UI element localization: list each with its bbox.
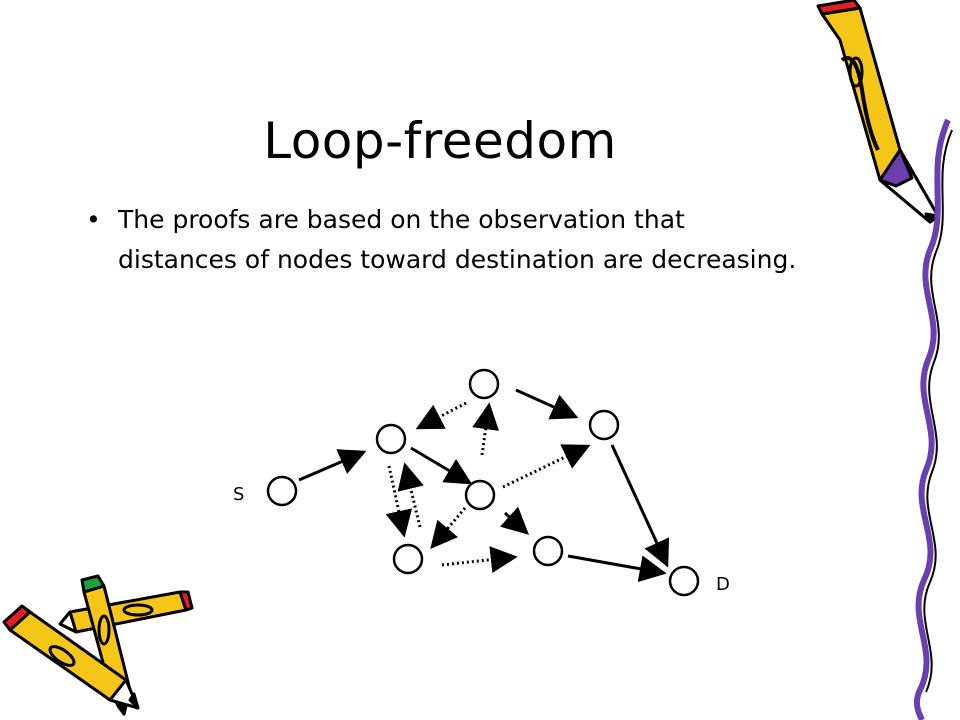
node-n3 [464,479,496,511]
edge-dotted-n1-to-n5 [385,465,413,538]
decorative-wavy-border-inner-icon [923,129,953,693]
edge-dotted-n3-to-n4 [502,444,591,489]
edge-n3-to-n6 [499,506,529,535]
edge-s-to-n1 [298,449,367,482]
node-n5 [392,543,424,575]
bullet-item: • The proofs are based on the observatio… [86,200,806,280]
decorative-pencil-top-right-icon [816,0,940,224]
destination-label: D [716,574,730,595]
bullet-marker: • [86,205,101,234]
source-label: S [233,484,244,505]
edge-dotted-n5-to-n1 [397,462,424,528]
node-source [266,475,298,507]
node-n1 [375,423,407,455]
edge-dotted-n2-to-n1 [415,401,467,430]
node-n6 [532,535,564,567]
edge-n4-to-d [610,444,670,568]
edge-n1-to-n3 [410,446,473,485]
node-destination [668,565,700,597]
decorative-pencils-bottom-left-icon [2,574,194,716]
edge-dotted-n5-to-n6 [441,546,518,574]
edge-dotted-n3-to-n2 [472,402,500,456]
decorative-wavy-border-icon [913,118,951,720]
edge-n2-to-n4 [515,388,579,420]
edge-dotted-n3-to-n5 [430,507,467,550]
edge-n6-to-d [567,554,667,583]
node-n4 [588,409,620,441]
bullet-text: The proofs are based on the observation … [118,205,797,274]
network-diagram [266,368,700,597]
node-n2 [468,368,500,400]
slide-title: Loop-freedom [263,112,617,170]
